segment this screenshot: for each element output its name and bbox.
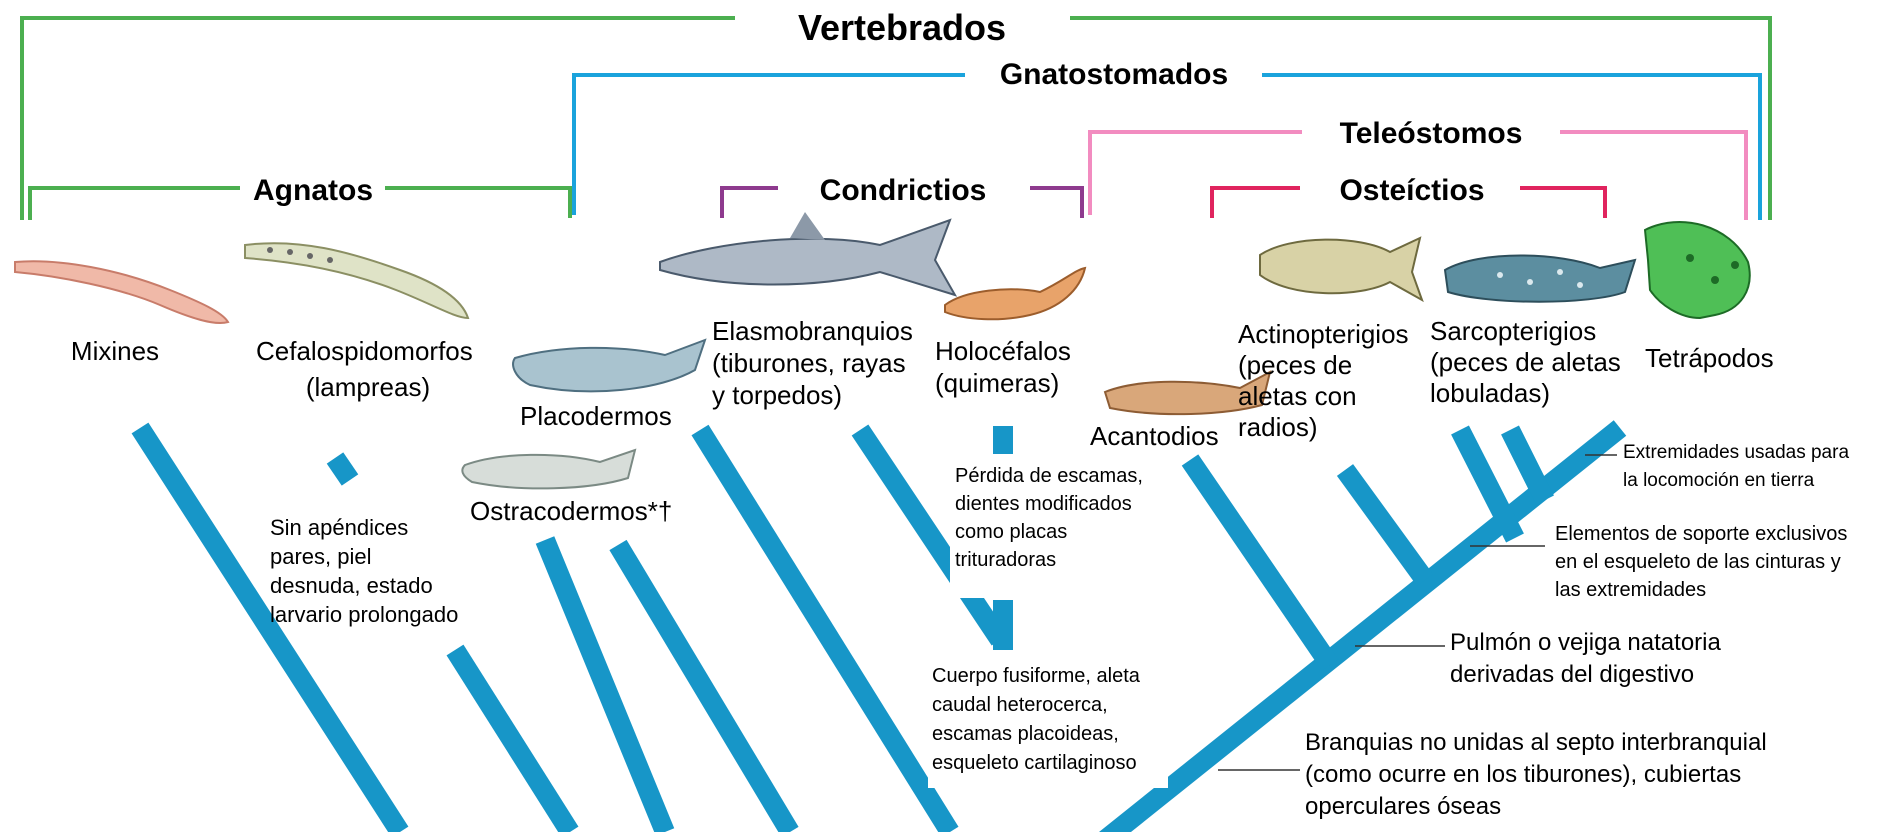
trait-holocefalos: Pérdida de escamas, dientes modificados … [955, 465, 1148, 571]
label-agnatos: Agnatos [253, 174, 373, 207]
trait-condrictios-box: Cuerpo fusiforme, aleta caudal heterocer… [928, 658, 1168, 788]
tree-branches [131, 420, 1627, 832]
lamprey-icon [244, 242, 470, 320]
trait-teleostomos: Branquias no unidas al septo interbranqu… [1305, 729, 1773, 820]
frog-icon [1643, 221, 1751, 320]
trait-condrictios: Cuerpo fusiforme, aleta caudal heterocer… [932, 665, 1145, 774]
taxon-acantodios: Acantodios [1090, 421, 1219, 451]
trait-agnatos: Sin apéndices pares, piel desnuda, estad… [270, 515, 458, 627]
hagfish-icon [14, 260, 230, 324]
bracket-teleostomos [1088, 130, 1748, 220]
label-condrictios: Condrictios [820, 174, 987, 207]
bracket-agnatos [28, 186, 572, 220]
acanthodian-icon [1103, 370, 1272, 416]
bracket-osteictios [1210, 186, 1607, 218]
taxon-holocefalos: Holocéfalos (quimeras) [935, 336, 1078, 398]
taxon-placodermos: Placodermos [520, 401, 672, 431]
taxon-elasmobranquios: Elasmobranquios (tiburones, rayas y torp… [712, 316, 920, 410]
label-osteictios: Osteíctios [1339, 174, 1484, 207]
label-teleostomos: Teleóstomos [1340, 117, 1523, 150]
taxon-mixines: Mixines [71, 336, 159, 366]
placoderm-icon [512, 338, 707, 393]
trait-tetrapodos: Extremidades usadas para la locomoción e… [1623, 442, 1854, 491]
bracket-gnatostomados [572, 73, 1762, 220]
shark-icon [659, 212, 958, 297]
taxon-ostracodermos: Ostracodermos*† [470, 496, 672, 526]
taxon-actinopterigios: Actinopterigios (peces de aletas con rad… [1238, 319, 1416, 442]
taxon-tetrapodos: Tetrápodos [1645, 343, 1774, 373]
trait-pointers [1218, 454, 1617, 771]
taxon-sarcopterigios: Sarcopterigios (peces de aletas lobulada… [1430, 316, 1628, 408]
label-vertebrados: Vertebrados [798, 7, 1006, 48]
taxon-cefalospidomorfos: Cefalospidomorfos (lampreas) [256, 336, 480, 402]
bracket-condrictios [720, 186, 1084, 218]
bracket-vertebrados [20, 16, 1772, 220]
ostracoderm-icon [461, 448, 637, 490]
label-gnatostomados: Gnatostomados [1000, 58, 1228, 91]
trait-holocefalos-box: Pérdida de escamas, dientes modificados … [950, 458, 1160, 598]
ray-finned-fish-icon [1259, 236, 1424, 303]
trait-sarcopterigios: Elementos de soporte exclusivos en el es… [1555, 523, 1853, 601]
coelacanth-icon [1443, 254, 1637, 303]
chimaera-icon [944, 266, 1087, 321]
trait-osteictios: Pulmón o vejiga natatoria derivadas del … [1450, 629, 1728, 688]
